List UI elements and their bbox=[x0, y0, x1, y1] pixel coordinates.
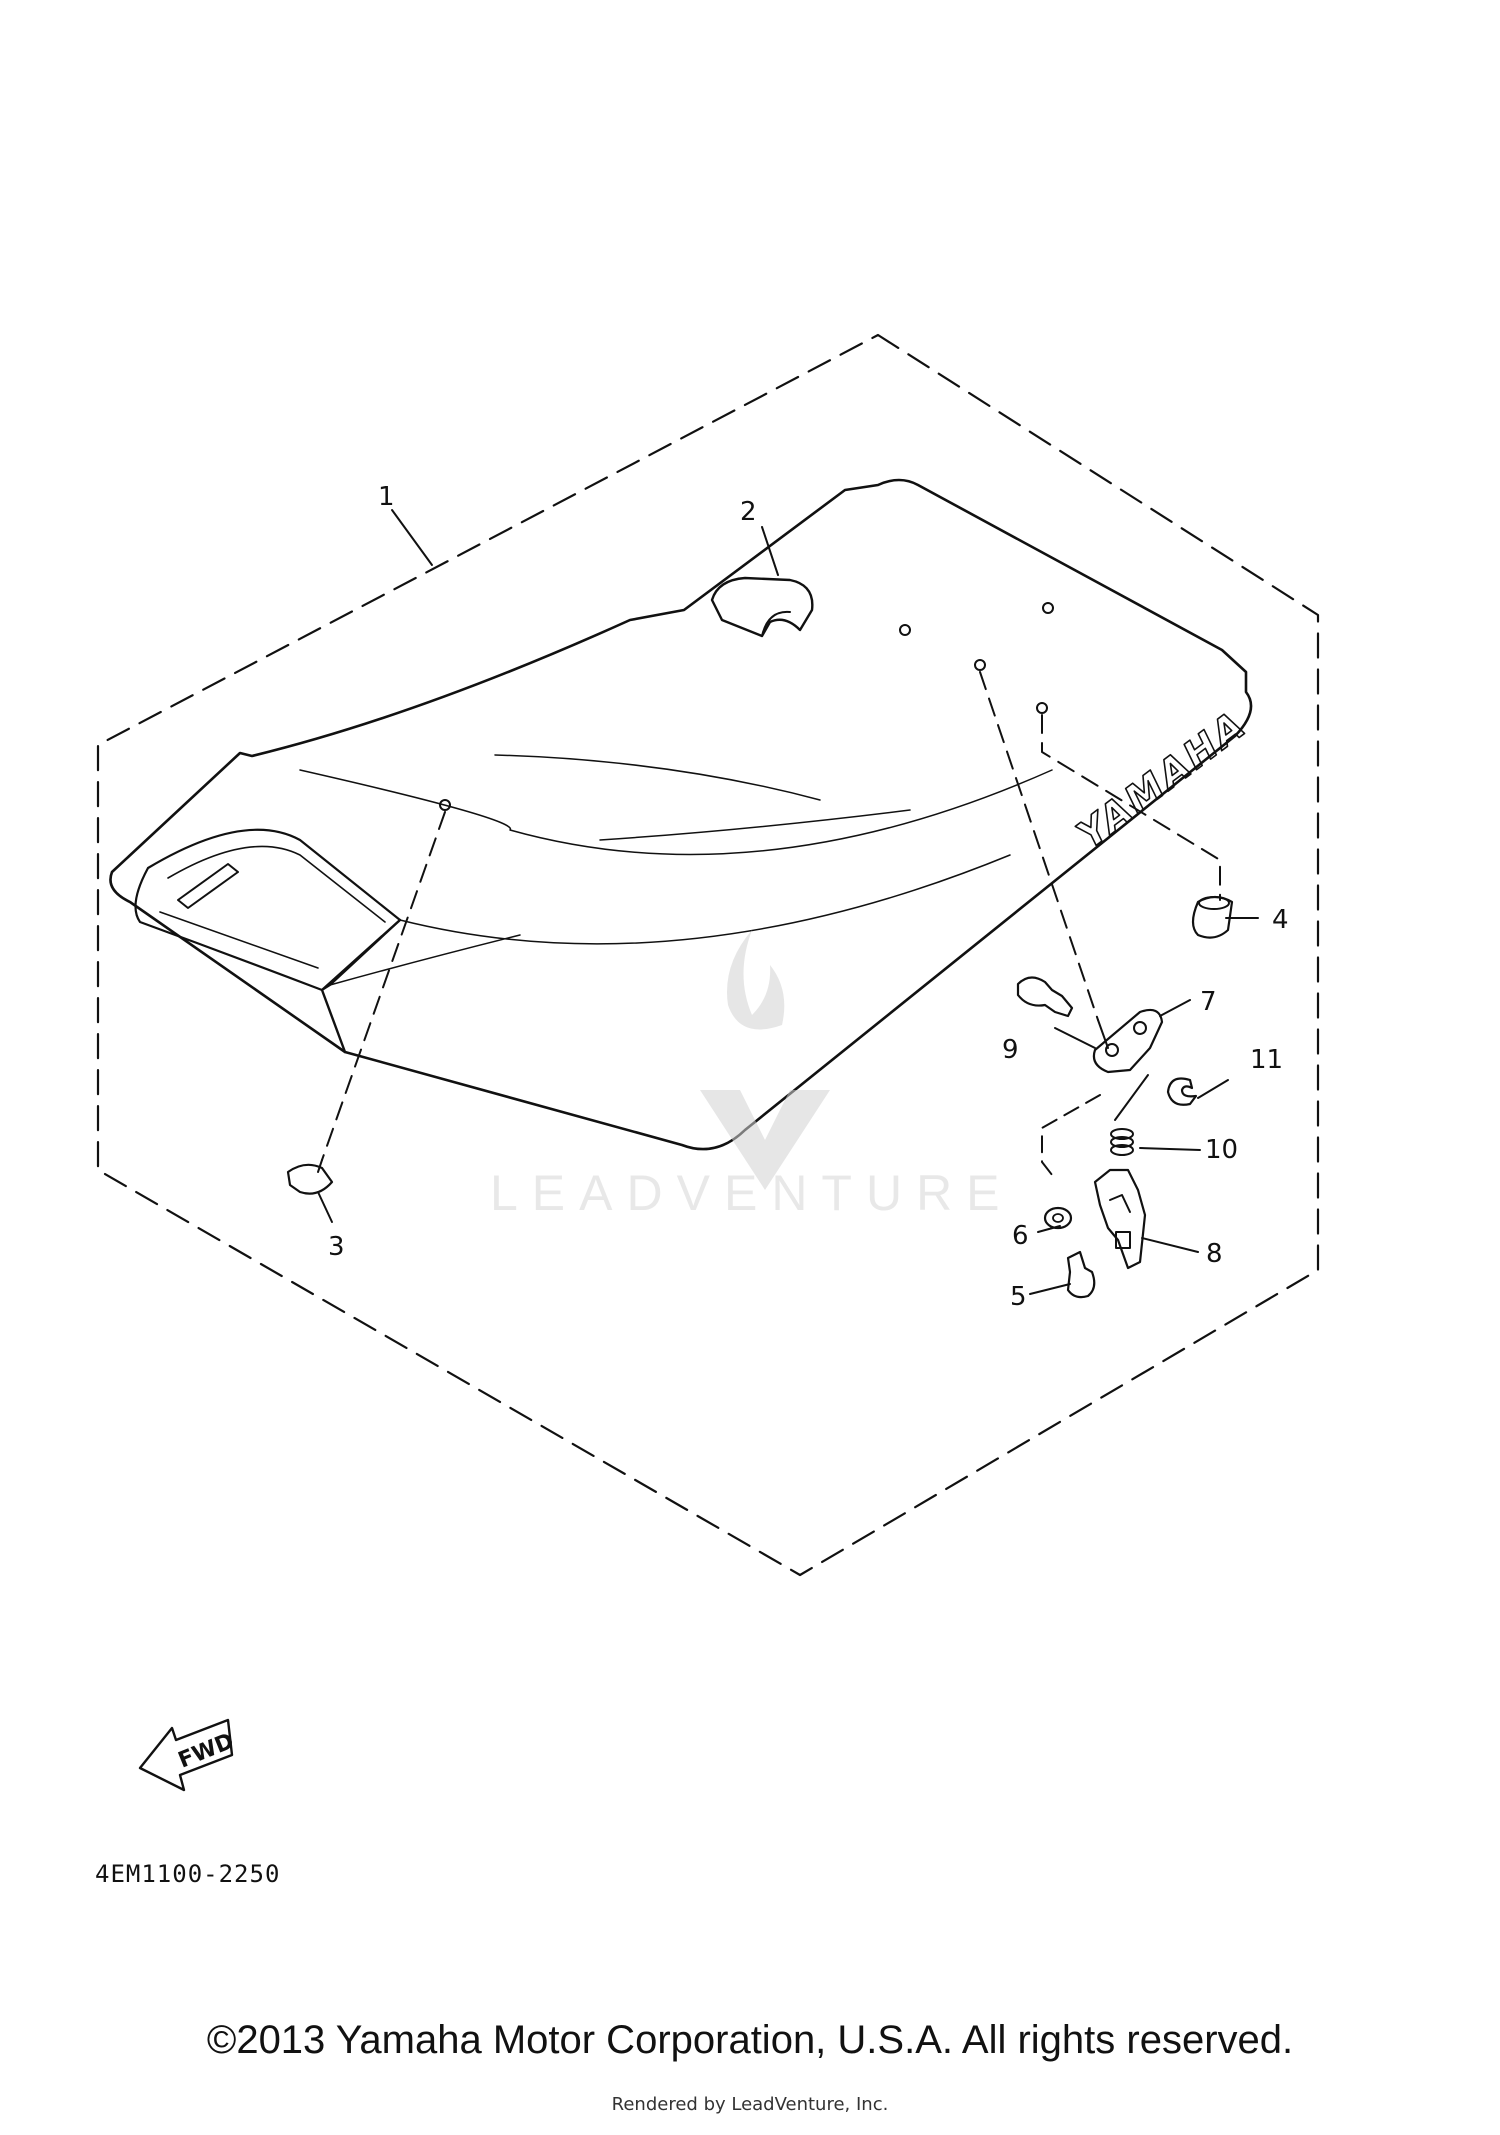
callout-2: 2 bbox=[740, 497, 757, 527]
callout-1: 1 bbox=[378, 482, 395, 512]
part-8-latch bbox=[1093, 1168, 1147, 1270]
callout-6: 6 bbox=[1012, 1221, 1029, 1251]
callout-3: 3 bbox=[328, 1232, 345, 1262]
seat-hook bbox=[710, 576, 814, 638]
callout-7: 7 bbox=[1200, 987, 1217, 1017]
callout-4: 4 bbox=[1272, 905, 1289, 935]
callout-10: 10 bbox=[1205, 1135, 1238, 1165]
part-5-bolt bbox=[1066, 1250, 1096, 1299]
seat-logo: YAMAHA bbox=[1069, 702, 1255, 857]
callout-9: 9 bbox=[1002, 1035, 1019, 1065]
seat-outline bbox=[109, 478, 1253, 1151]
part-11-clip bbox=[1166, 1077, 1198, 1106]
callout-5: 5 bbox=[1010, 1282, 1027, 1312]
callout-11: 11 bbox=[1250, 1045, 1283, 1075]
copyright-notice: ©2013 Yamaha Motor Corporation, U.S.A. A… bbox=[206, 2018, 1294, 2062]
part-6-washer bbox=[1043, 1206, 1073, 1230]
part-code: 4EM1100-2250 bbox=[95, 1860, 280, 1888]
watermark-logo: LEADVENTURE bbox=[490, 930, 1014, 1221]
seat-cutout bbox=[134, 828, 402, 992]
fwd-arrow-icon bbox=[138, 1718, 234, 1792]
rendered-by-notice: Rendered by LeadVenture, Inc. bbox=[611, 2094, 889, 2115]
part-7-bracket bbox=[1092, 1008, 1164, 1074]
assembly-boundary bbox=[96, 333, 1320, 1577]
callout-8: 8 bbox=[1206, 1239, 1223, 1269]
watermark-text: LEADVENTURE bbox=[490, 1165, 1014, 1221]
part-9-bolt bbox=[1016, 976, 1074, 1018]
part-3-grommet bbox=[286, 1163, 334, 1195]
part-10-spring bbox=[1110, 1128, 1134, 1156]
